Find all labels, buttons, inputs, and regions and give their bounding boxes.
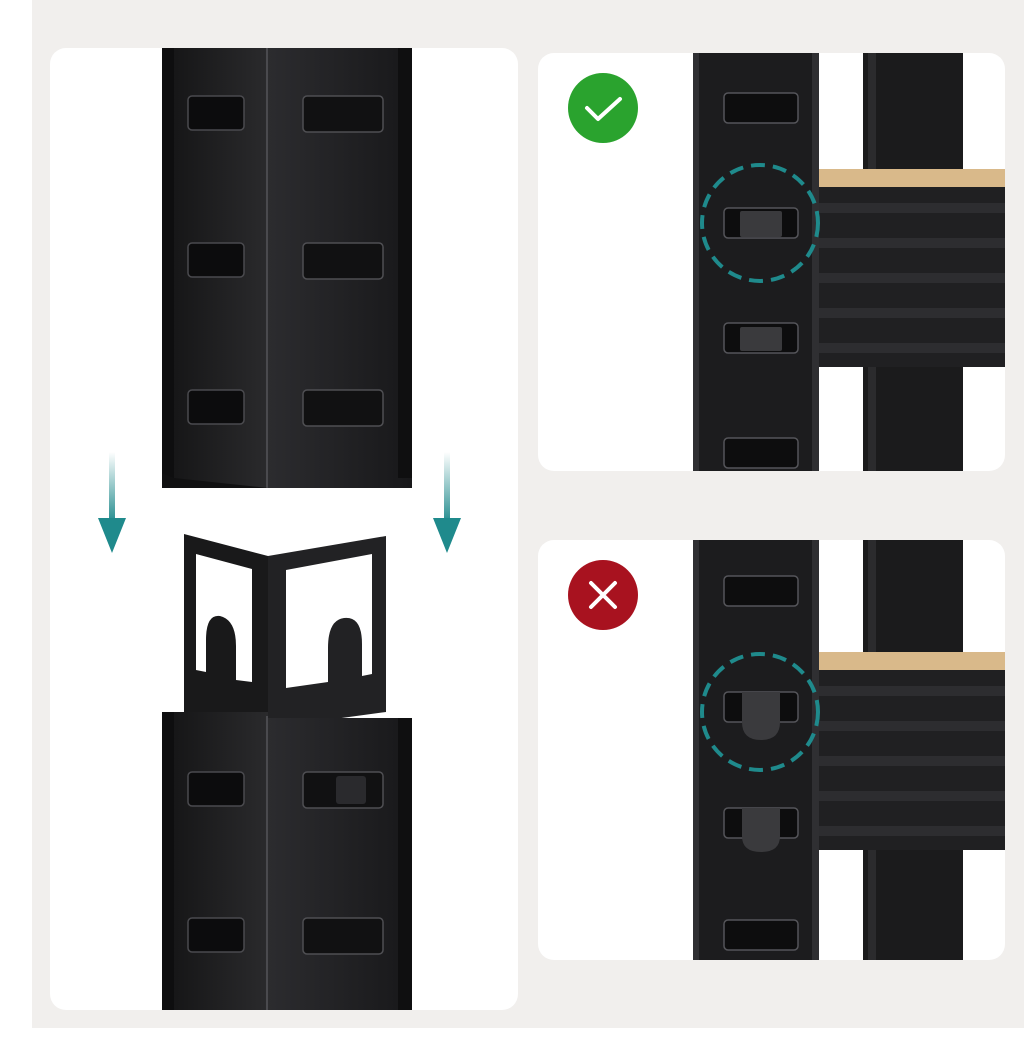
upper-post: [162, 48, 412, 488]
cross-icon: [568, 560, 638, 630]
arrow-down-icon: [433, 452, 461, 553]
shelf-beam: [818, 187, 1005, 367]
incorrect-hook-illustration: [693, 540, 1005, 960]
shelf-beam: [818, 670, 1005, 850]
assembly-panel: [50, 48, 518, 1010]
incorrect-example-panel: [538, 540, 1005, 960]
post-connector: [184, 534, 386, 728]
upright-post: [693, 540, 819, 960]
arrow-down-icon: [98, 452, 126, 553]
bottom-margin: [0, 1028, 1024, 1057]
upright-post: [693, 53, 819, 471]
lower-post: [162, 712, 412, 1010]
highlight-circle: [700, 163, 820, 283]
highlight-circle: [700, 652, 820, 772]
upright-post-illustration: [98, 48, 461, 1010]
left-margin: [0, 0, 32, 1057]
correct-example-panel: [538, 53, 1005, 471]
checkmark-icon: [568, 73, 638, 143]
correct-hook-illustration: [693, 53, 1005, 471]
